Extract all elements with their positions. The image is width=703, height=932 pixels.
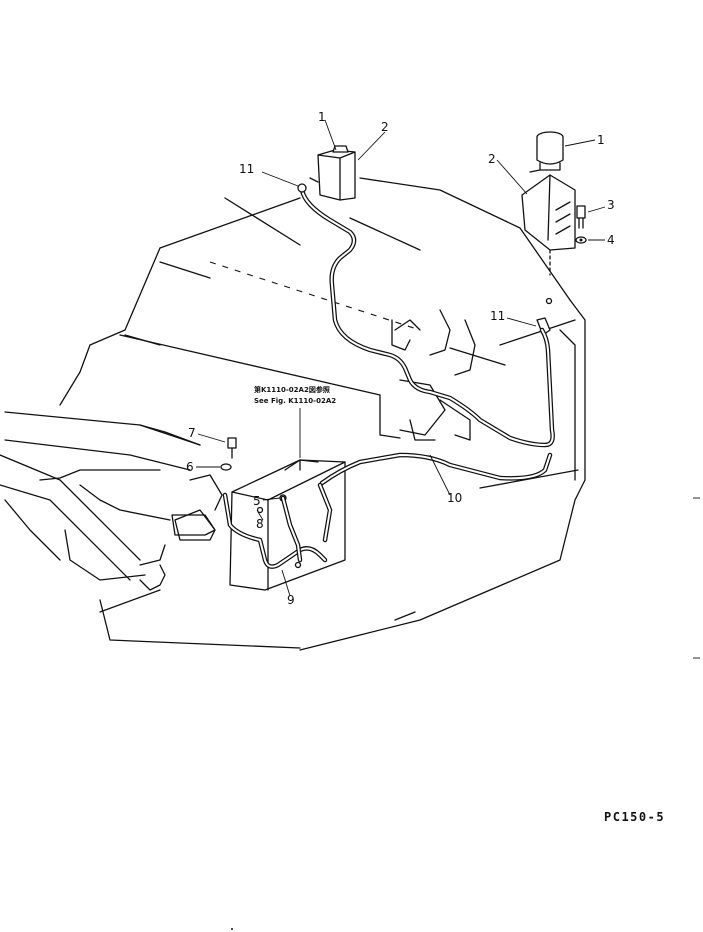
callout-2-left: 2 [381, 120, 389, 134]
callout-9: 9 [287, 593, 295, 607]
callout-1-left: 1 [318, 110, 326, 124]
reference-line-english: See Fig. K1110-02A2 [254, 397, 336, 405]
model-code: PC150-5 [604, 810, 665, 824]
washer-tank-lower [171, 437, 346, 591]
callout-5: 5 [253, 494, 261, 508]
callout-11-left: 11 [239, 162, 254, 176]
washer-tank-upper [309, 145, 356, 201]
callout-4: 4 [607, 233, 615, 247]
washer-motor-assembly [521, 131, 587, 276]
callout-11-right: 11 [490, 309, 505, 323]
callout-3: 3 [607, 198, 615, 212]
engine-fan [391, 309, 476, 441]
callout-2-right: 2 [488, 152, 496, 166]
machine-body [59, 177, 586, 651]
leader-lines [196, 119, 606, 597]
callout-1-right: 1 [597, 133, 605, 147]
callout-6: 6 [186, 460, 194, 474]
callout-labels: 1 2 11 1 2 3 4 11 7 6 5 8 9 10 [186, 110, 615, 607]
washer-hoses [222, 183, 555, 569]
callout-10: 10 [447, 491, 462, 505]
boom-arm [0, 411, 223, 591]
reference-note: 第K1110-02A2図参照 See Fig. K1110-02A2 [254, 385, 336, 405]
callout-7: 7 [188, 426, 196, 440]
reference-line-japanese: 第K1110-02A2図参照 [254, 385, 330, 394]
callout-8: 8 [256, 517, 264, 531]
